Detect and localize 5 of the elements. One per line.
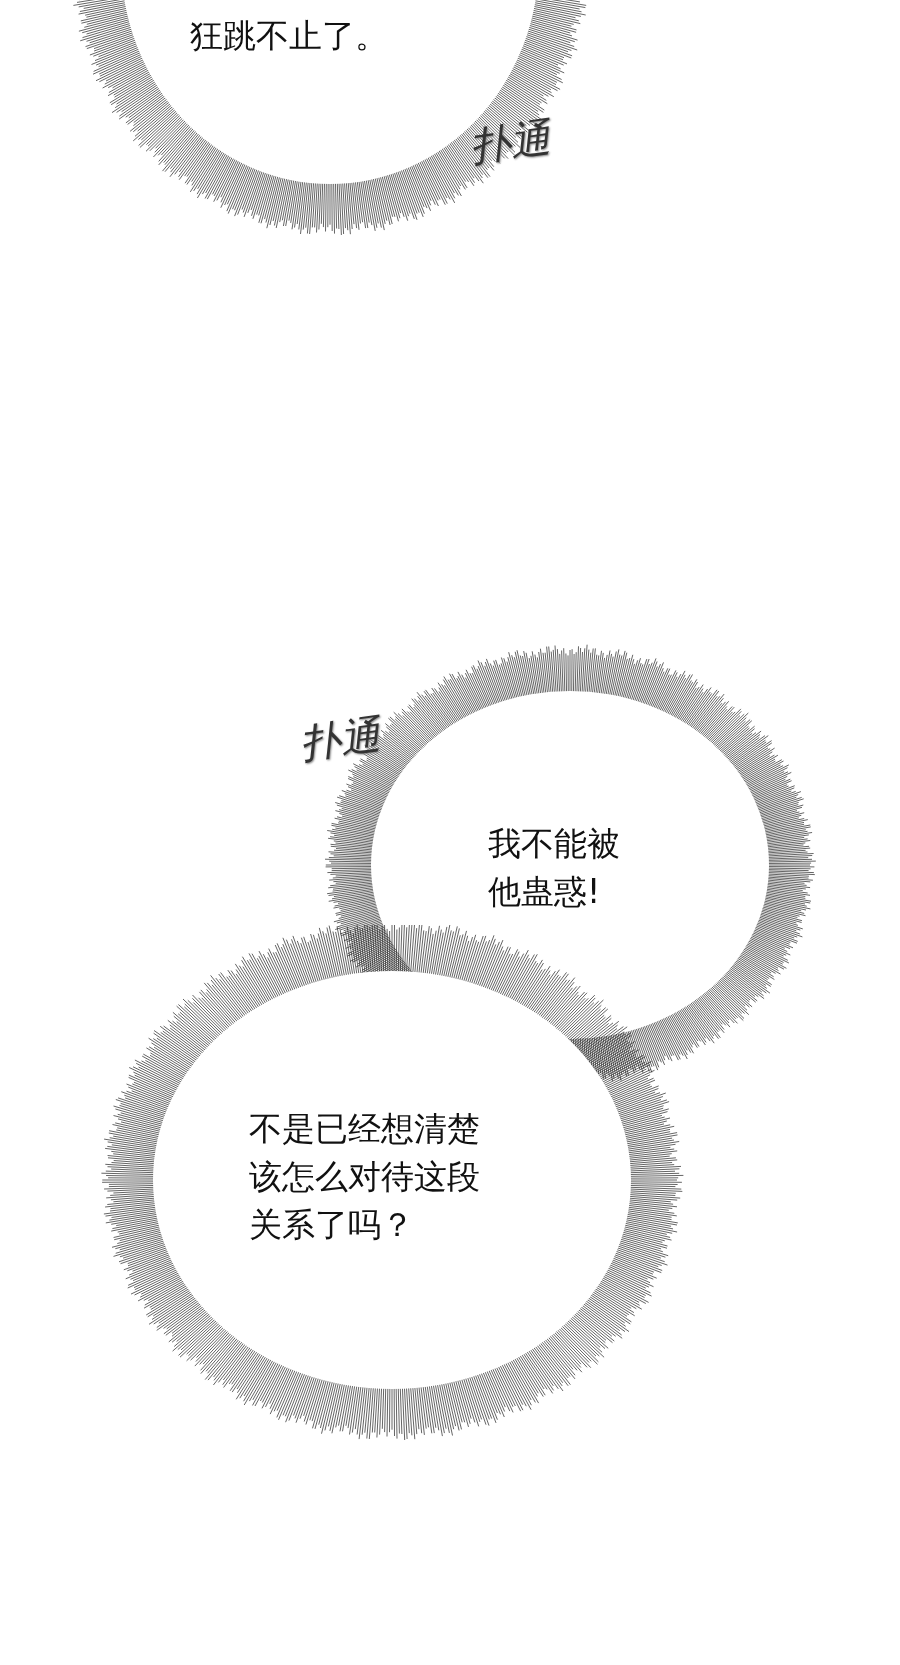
sound-effect-text: 扑通	[296, 709, 384, 770]
bubble-text: 我不能被他蛊惑!	[488, 823, 621, 913]
sound-effect-text: 扑通	[466, 112, 554, 173]
bubble-text: 不是已经想清楚该怎么对待这段关系了吗？	[249, 1108, 481, 1246]
bubble-text: 狂跳不止了。	[190, 15, 389, 57]
